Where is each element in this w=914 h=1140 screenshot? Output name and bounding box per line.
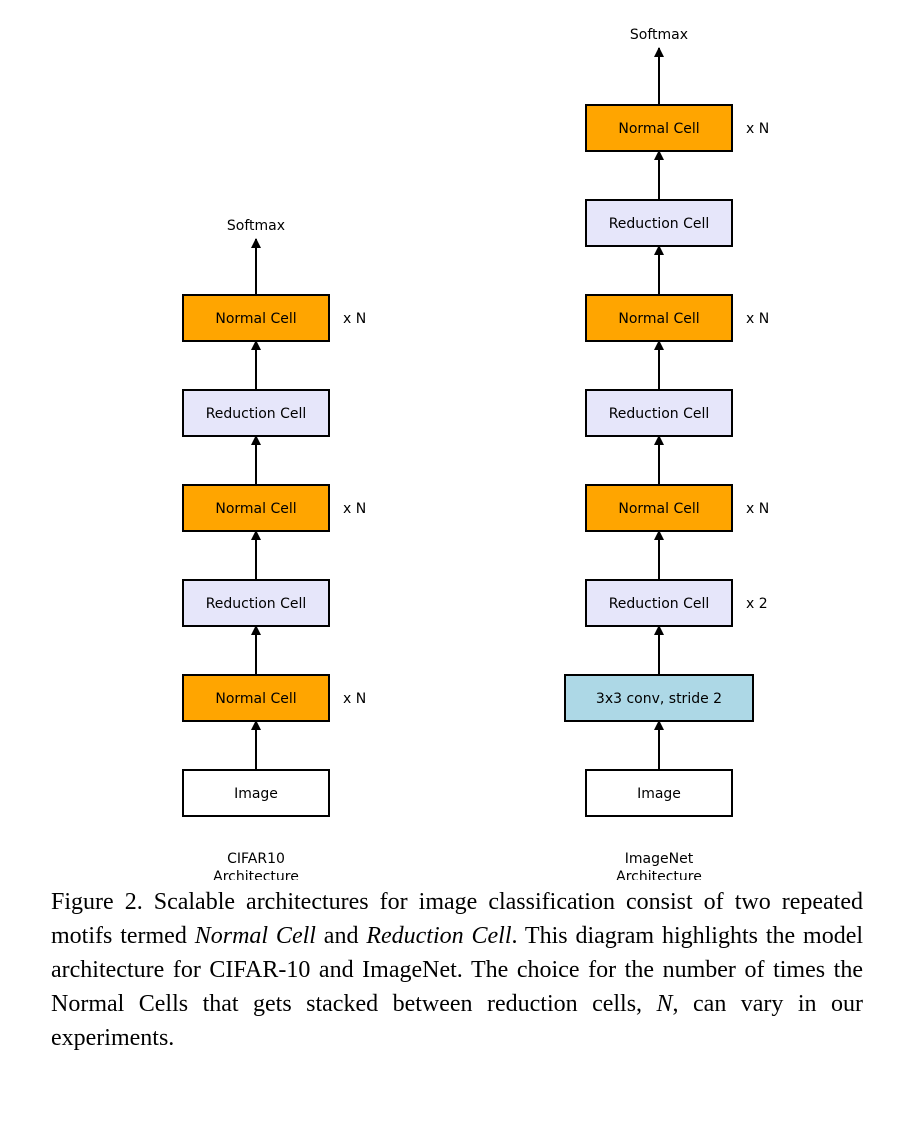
normal-cell-box-group: Normal Cell x N — [585, 484, 769, 532]
image-input-box — [182, 769, 330, 817]
cell-label: Reduction Cell — [609, 216, 710, 232]
softmax-label: Softmax — [227, 218, 285, 234]
repeat-label: x N — [343, 311, 366, 327]
normal-cell-box-group: Normal Cell x N — [182, 674, 366, 722]
cell-label: Image — [234, 786, 278, 802]
cell-label: Normal Cell — [618, 121, 699, 137]
cell-label: Normal Cell — [215, 311, 296, 327]
repeat-label: x N — [746, 501, 769, 517]
normal-cell-box — [585, 484, 733, 532]
caption-term-reduction-cell: Reduction Cell — [366, 923, 512, 949]
reduction-cell-box-group: Reduction Cell — [182, 389, 330, 437]
normal-cell-box-group: Normal Cell x N — [182, 294, 366, 342]
normal-cell-box — [585, 294, 733, 342]
reduction-cell-box-group: Reduction Cell — [585, 389, 733, 437]
caption-text: and — [315, 923, 367, 949]
caption-variable-n: N — [656, 991, 673, 1017]
architecture-subtitle: Architecture — [616, 869, 702, 880]
cell-label: Normal Cell — [215, 501, 296, 517]
image-input-box-group: Image — [182, 769, 330, 817]
normal-cell-box — [182, 674, 330, 722]
cell-label: Reduction Cell — [609, 596, 710, 612]
architecture-title: CIFAR10 — [227, 851, 285, 867]
repeat-label: x N — [343, 501, 366, 517]
repeat-label: x N — [746, 311, 769, 327]
architecture-title: ImageNet — [625, 851, 694, 867]
conv-box-group: 3x3 conv, stride 2 — [564, 674, 754, 722]
normal-cell-box — [182, 484, 330, 532]
reduction-cell-box-group: Reduction Cell — [585, 199, 733, 247]
cell-label: Normal Cell — [618, 501, 699, 517]
repeat-label: x N — [746, 121, 769, 137]
cell-label: 3x3 conv, stride 2 — [596, 691, 722, 707]
figure-caption: Figure 2. Scalable architectures for ima… — [51, 885, 863, 1055]
normal-cell-box-group: Normal Cell x N — [585, 104, 769, 152]
repeat-label: x 2 — [746, 596, 768, 612]
caption-text: , can vary in our experiments. — [51, 991, 863, 1051]
normal-cell-box-group: Normal Cell x N — [182, 484, 366, 532]
cell-label: Normal Cell — [618, 311, 699, 327]
cell-label: Normal Cell — [215, 691, 296, 707]
cell-label: Reduction Cell — [609, 406, 710, 422]
caption-text: Figure 2. Scalable architectures for ima… — [51, 889, 863, 949]
architecture-subtitle: Architecture — [213, 869, 299, 880]
reduction-cell-box-group: Reduction Cell x 2 — [585, 579, 768, 627]
image-input-box — [585, 769, 733, 817]
softmax-label: Softmax — [630, 27, 688, 43]
reduction-cell-box-group: Reduction Cell — [182, 579, 330, 627]
cell-label: Reduction Cell — [206, 406, 307, 422]
conv-box — [564, 674, 754, 722]
cell-label: Image — [637, 786, 681, 802]
reduction-cell-box — [585, 199, 733, 247]
cell-label: Reduction Cell — [206, 596, 307, 612]
image-input-box-group: Image — [585, 769, 733, 817]
caption-term-normal-cell: Normal Cell — [194, 923, 316, 949]
normal-cell-box-group: Normal Cell x N — [585, 294, 769, 342]
repeat-label: x N — [343, 691, 366, 707]
imagenet-architecture: Image 3x3 conv, stride 2 Reduction Cell x 2… — [564, 27, 769, 880]
caption-text: . This diagram highlights the model arch… — [51, 923, 864, 1017]
